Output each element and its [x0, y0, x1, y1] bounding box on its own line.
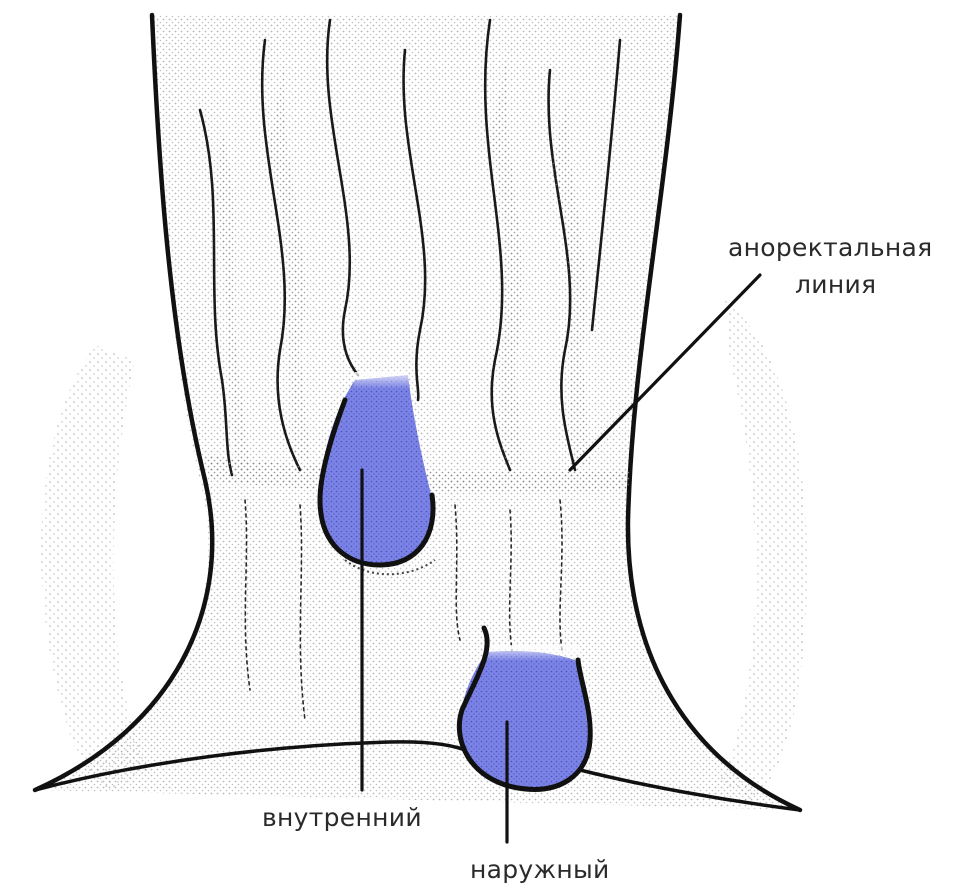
label-internal: внутренний — [262, 803, 422, 832]
label-external: наружный — [470, 855, 610, 884]
label-anorectal-line-2: линия — [795, 270, 876, 299]
label-anorectal-line-1: аноректальная — [728, 233, 933, 262]
anal-canal-wall — [35, 15, 800, 810]
